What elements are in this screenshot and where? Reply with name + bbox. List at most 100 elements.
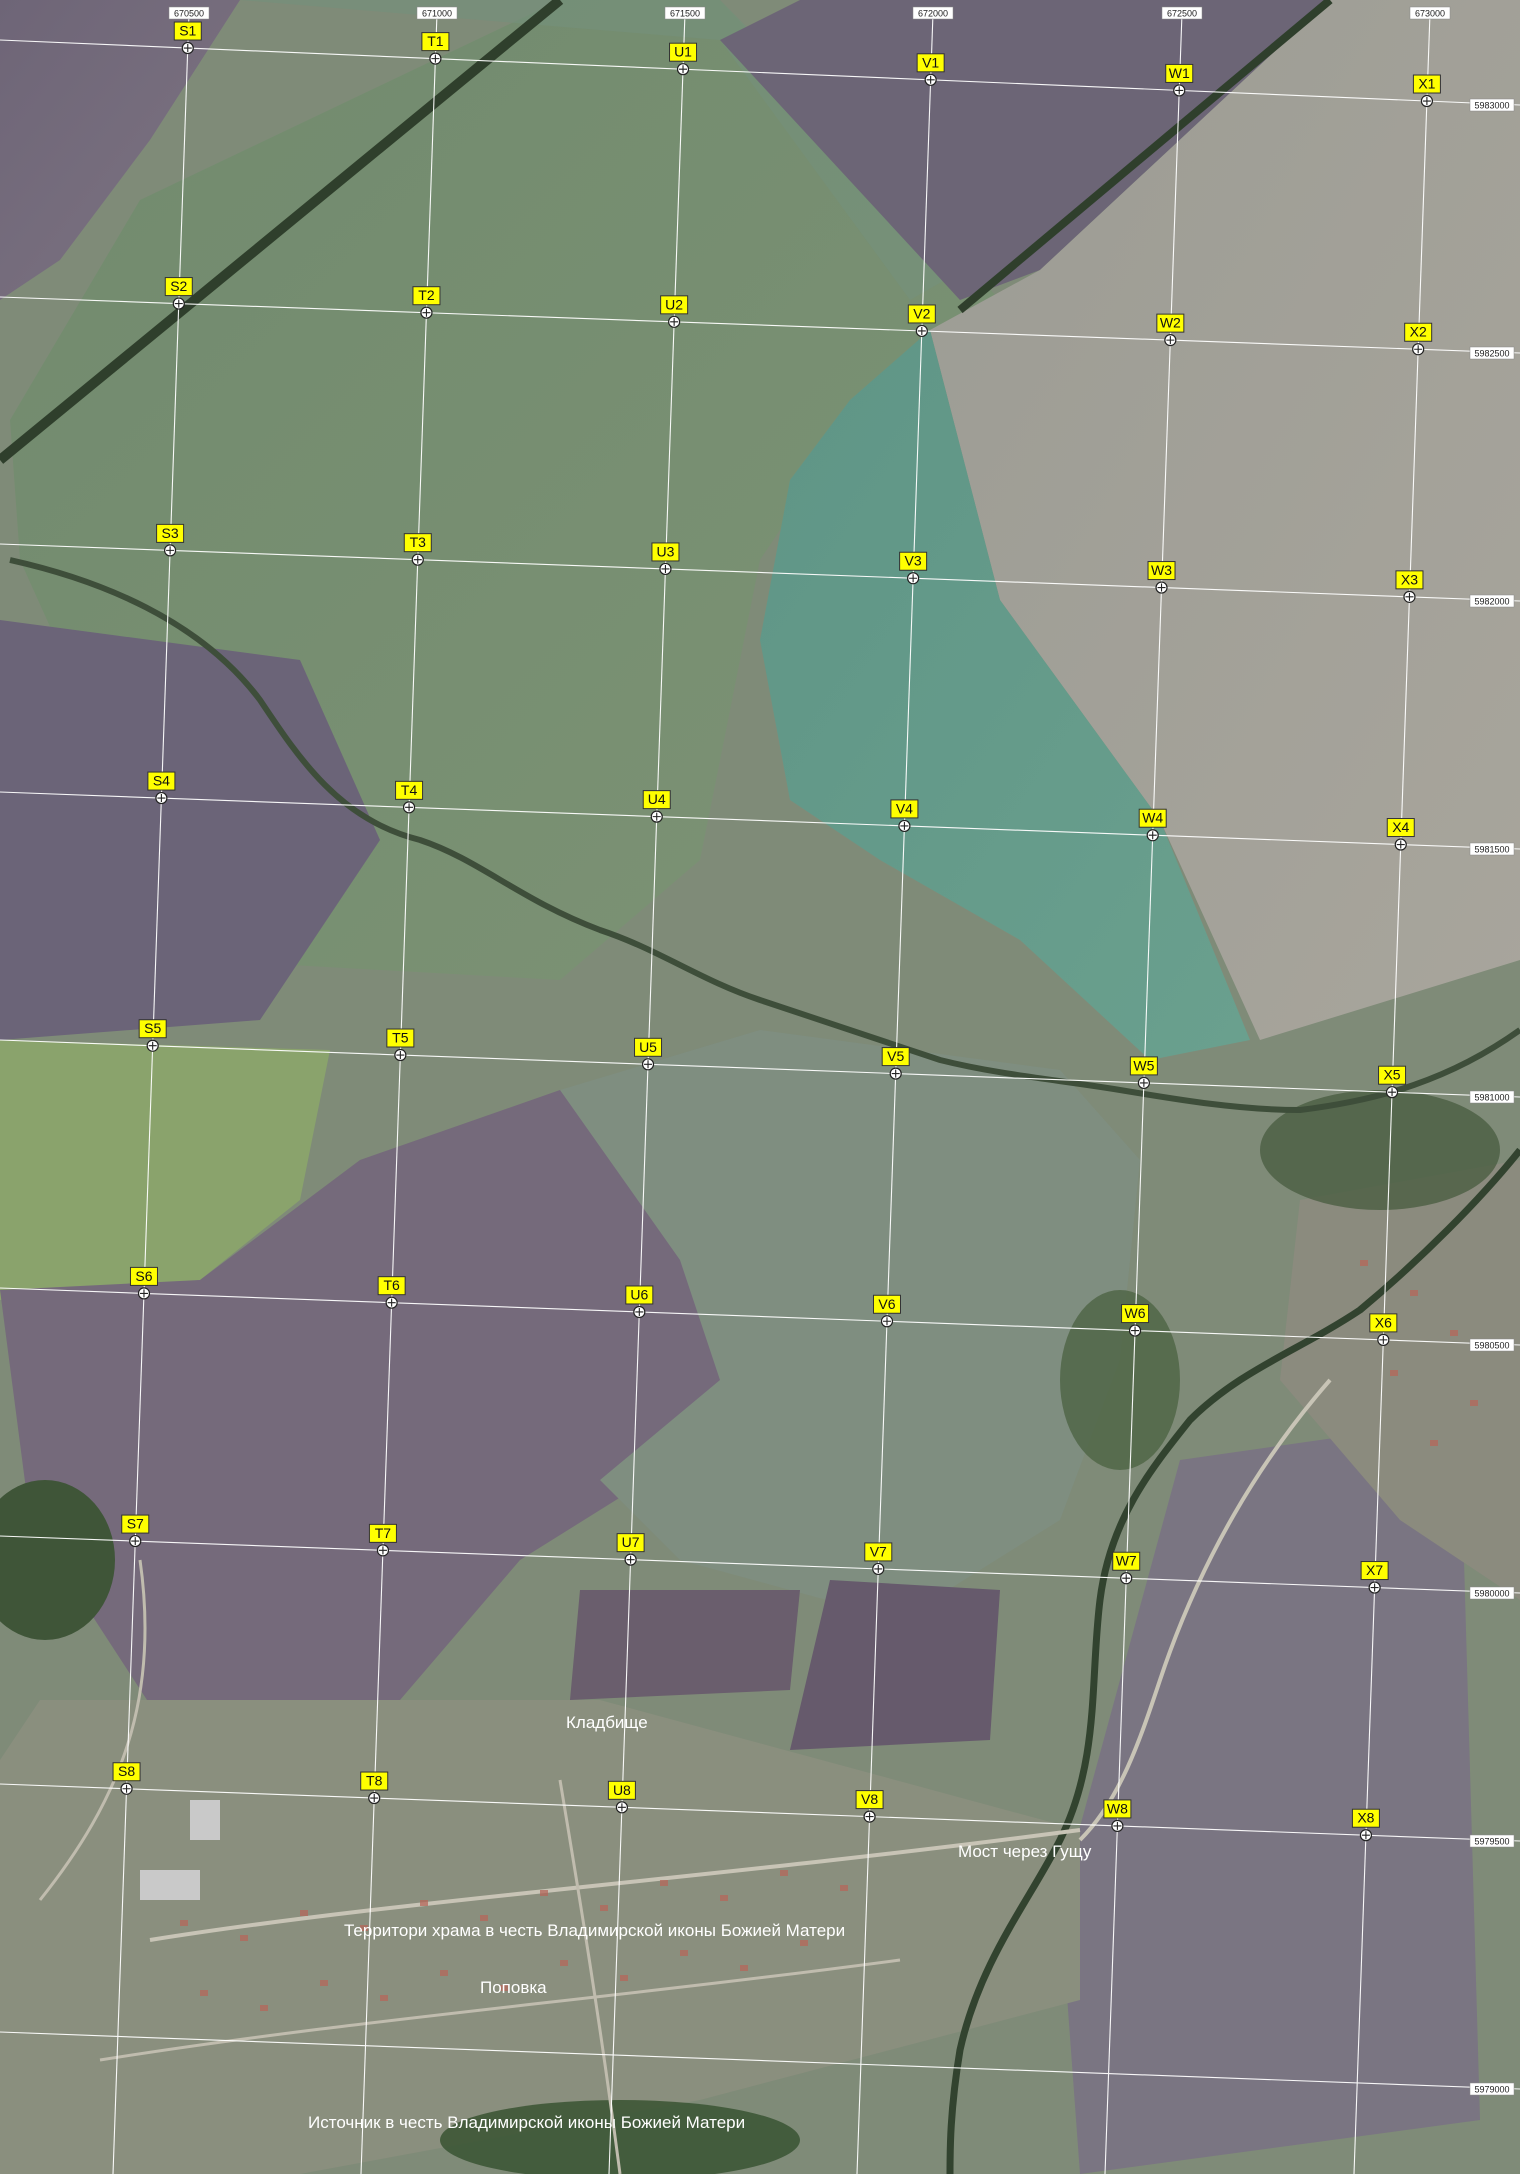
grid-point-t3[interactable]: T3: [403, 533, 432, 566]
marker-label-text: S6: [135, 1268, 152, 1284]
crosshair-lines: [926, 75, 935, 84]
marker-label-text: U1: [674, 44, 692, 60]
field-central-purple: [0, 1090, 800, 1720]
grid-point-v1[interactable]: V1: [916, 53, 945, 86]
marker-label-text: W1: [1169, 65, 1190, 81]
grid-point-t1[interactable]: T1: [421, 32, 450, 65]
marker-label-box: [403, 533, 432, 553]
grid-point-u3[interactable]: U3: [651, 542, 680, 576]
crosshair-lines: [1148, 831, 1157, 840]
marker-label-box: [1386, 818, 1415, 838]
village-area: [0, 1700, 1080, 2174]
grid-point-x5[interactable]: X5: [1378, 1065, 1407, 1099]
grid-point-t5[interactable]: T5: [386, 1028, 415, 1062]
field-beige-right: [930, 0, 1520, 1040]
marker-label-box: [112, 1762, 141, 1782]
marker-label-text: X8: [1357, 1810, 1374, 1826]
marker-label-box: [881, 1047, 910, 1067]
grid-point-x6[interactable]: X6: [1369, 1313, 1398, 1346]
grid-point-s8[interactable]: S8: [112, 1762, 141, 1795]
marker-label-box: [855, 1790, 884, 1810]
grid-point-s6[interactable]: S6: [129, 1266, 158, 1300]
grid-point-w4[interactable]: W4: [1138, 808, 1167, 842]
grid-point-s1[interactable]: S1: [173, 21, 202, 55]
marker-label-text: U2: [665, 296, 683, 312]
grid-point-u6[interactable]: U6: [625, 1285, 654, 1319]
grid-point-s2[interactable]: S2: [164, 277, 193, 310]
grid-point-u7[interactable]: U7: [616, 1533, 645, 1566]
easting-line: [360, 12, 438, 2174]
grid-point-v6[interactable]: V6: [872, 1294, 901, 1328]
forest-right: [1260, 1090, 1500, 1210]
grid-point-w6[interactable]: W6: [1121, 1304, 1150, 1337]
grid-point-u8[interactable]: U8: [607, 1780, 636, 1814]
crosshair-lines: [679, 65, 688, 74]
grid-point-s3[interactable]: S3: [156, 523, 185, 557]
grid-point-t4[interactable]: T4: [395, 780, 424, 814]
marker-label-text: S5: [144, 1020, 161, 1036]
grid-point-t8[interactable]: T8: [360, 1771, 389, 1805]
marker-label-box: [368, 1523, 397, 1543]
forest-left: [0, 1480, 115, 1640]
crosshair-lines: [1131, 1326, 1140, 1335]
grid-point-w3[interactable]: W3: [1147, 561, 1176, 594]
marker-label-text: T7: [375, 1525, 392, 1541]
northing-line: [0, 296, 1520, 354]
field-lower-right: [1060, 1420, 1480, 2174]
crosshair-lines: [1405, 592, 1414, 601]
grid-point-u4[interactable]: U4: [642, 790, 671, 823]
grid-point-v8[interactable]: V8: [855, 1790, 884, 1823]
grid-point-s7[interactable]: S7: [121, 1514, 150, 1548]
grid-point-u1[interactable]: U1: [669, 42, 698, 76]
svg-text:5981000: 5981000: [1474, 1093, 1509, 1103]
grid-point-x7[interactable]: X7: [1360, 1561, 1389, 1594]
road-south: [558, 1779, 622, 2174]
crosshair-lines: [422, 308, 431, 317]
crosshair-lines: [139, 1289, 148, 1298]
northing-line: [0, 791, 1520, 850]
grid-point-x8[interactable]: X8: [1351, 1808, 1380, 1842]
svg-text:671000: 671000: [422, 9, 452, 19]
grid-point-v7[interactable]: V7: [864, 1542, 893, 1576]
grid-point-v3[interactable]: V3: [899, 551, 928, 585]
field-lower-1: [570, 1590, 800, 1700]
marker-label-box: [916, 53, 945, 73]
grid-point-x2[interactable]: X2: [1404, 322, 1433, 356]
marker-label-box: [360, 1771, 389, 1791]
marker-label-text: T8: [366, 1773, 383, 1789]
grid-point-t2[interactable]: T2: [412, 286, 441, 319]
grid-point-t6[interactable]: T6: [377, 1276, 406, 1309]
grid-point-v2[interactable]: V2: [907, 304, 936, 338]
easting-label: 673000: [1409, 6, 1451, 20]
grid-point-t7[interactable]: T7: [368, 1523, 397, 1557]
grid-point-u2[interactable]: U2: [660, 295, 689, 328]
grid-point-s5[interactable]: S5: [138, 1019, 167, 1052]
crosshair-lines: [157, 794, 166, 803]
easting-label: 672000: [912, 6, 954, 20]
road-west: [38, 1559, 147, 1901]
grid-point-w2[interactable]: W2: [1156, 313, 1185, 347]
label-bridge: Мост через Гущу: [958, 1842, 1092, 1861]
marker-label-box: [660, 295, 689, 315]
crosshair-lines: [900, 821, 909, 830]
grid-point-v5[interactable]: V5: [881, 1047, 910, 1080]
crosshair-lines: [670, 317, 679, 326]
grid-point-x3[interactable]: X3: [1395, 570, 1424, 603]
northing-label: 5980500: [1469, 1338, 1515, 1352]
crosshair-lines: [1396, 840, 1405, 849]
grid-point-x4[interactable]: X4: [1386, 818, 1415, 851]
grid-point-v4[interactable]: V4: [890, 799, 919, 833]
grid-point-w7[interactable]: W7: [1112, 1551, 1141, 1585]
marker-label-text: S8: [118, 1763, 135, 1779]
grid-point-u5[interactable]: U5: [634, 1037, 663, 1071]
grid-point-w8[interactable]: W8: [1103, 1799, 1132, 1833]
grid-point-w1[interactable]: W1: [1165, 63, 1194, 97]
marker-label-box: [890, 799, 919, 819]
grid-point-w5[interactable]: W5: [1129, 1056, 1158, 1089]
marker-label-box: [173, 21, 202, 41]
marker-label-text: X2: [1410, 324, 1427, 340]
svg-text:5980000: 5980000: [1474, 1589, 1509, 1599]
grid-point-x1[interactable]: X1: [1412, 74, 1441, 108]
northing-label: 5983000: [1469, 98, 1515, 112]
grid-point-s4[interactable]: S4: [147, 771, 176, 805]
